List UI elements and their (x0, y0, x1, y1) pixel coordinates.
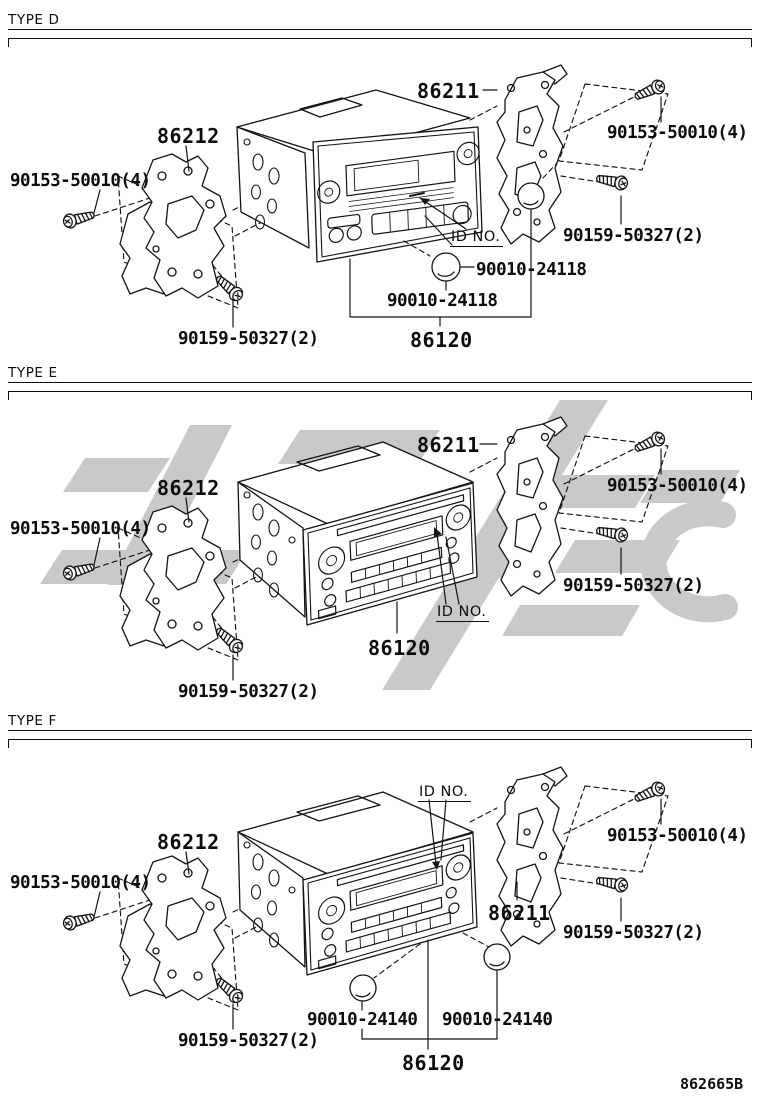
type-f-diagram (62, 767, 668, 1050)
part-number-washer-screw-right: 90159-50327(2) (563, 923, 704, 943)
section-title-type-e: TYPE E (8, 365, 58, 381)
id-no-label: ID NO. (436, 604, 490, 622)
leader-lines-type-d (93, 89, 662, 328)
title-underline (8, 730, 752, 731)
part-number-washer-screw-right: 90159-50327(2) (563, 576, 704, 596)
section-title-type-f: TYPE F (8, 713, 57, 729)
drawing-number: 862665B (680, 1075, 744, 1093)
section-frame-top (8, 38, 752, 47)
type-d-diagram (62, 65, 668, 328)
part-number-washer-screw-left: 90159-50327(2) (178, 329, 319, 349)
part-number-knob-cap: 90010-24140 (307, 1010, 418, 1030)
part-number-86120: 86120 (410, 328, 473, 352)
section-frame-top (8, 391, 752, 400)
id-no-label: ID NO. (418, 784, 472, 802)
id-no-arrowhead (432, 861, 440, 870)
radio-unit-type-f (237, 791, 478, 976)
leader-lines-type-f (93, 798, 662, 1050)
id-no-label: ID NO. (450, 229, 504, 247)
part-number-86212: 86212 (157, 830, 220, 854)
part-number-washer-screw-left: 90159-50327(2) (178, 682, 319, 702)
part-number-screw-right: 90153-50010(4) (607, 476, 748, 496)
leader-lines-type-e (93, 443, 662, 681)
id-no-arrowhead (434, 527, 442, 537)
part-number-86120: 86120 (368, 636, 431, 660)
section-frame-top (8, 739, 752, 748)
part-number-screw-left: 90153-50010(4) (10, 519, 151, 539)
part-number-washer-screw-right: 90159-50327(2) (563, 226, 704, 246)
part-number-86211: 86211 (417, 79, 480, 103)
part-number-knob-cap: 90010-24118 (387, 291, 498, 311)
section-title-type-d: TYPE D (8, 12, 60, 28)
part-number-screw-right: 90153-50010(4) (607, 826, 748, 846)
part-number-screw-left: 90153-50010(4) (10, 171, 151, 191)
part-number-86211: 86211 (488, 901, 551, 925)
id-no-arrowhead (420, 198, 430, 205)
type-e-diagram (62, 417, 668, 681)
part-number-knob-cap: 90010-24140 (442, 1010, 553, 1030)
part-number-86212: 86212 (157, 476, 220, 500)
knob-caps-type-f (349, 943, 511, 1002)
part-number-knob-cap: 90010-24118 (476, 260, 587, 280)
part-number-86120: 86120 (402, 1051, 465, 1075)
radio-unit-type-d (236, 89, 483, 263)
part-number-washer-screw-left: 90159-50327(2) (178, 1031, 319, 1051)
title-underline (8, 29, 752, 30)
knob-caps-type-d (431, 182, 545, 282)
part-number-screw-right: 90153-50010(4) (607, 123, 748, 143)
part-number-86212: 86212 (157, 124, 220, 148)
part-number-screw-left: 90153-50010(4) (10, 873, 151, 893)
part-number-86211: 86211 (417, 433, 480, 457)
title-underline (8, 382, 752, 383)
